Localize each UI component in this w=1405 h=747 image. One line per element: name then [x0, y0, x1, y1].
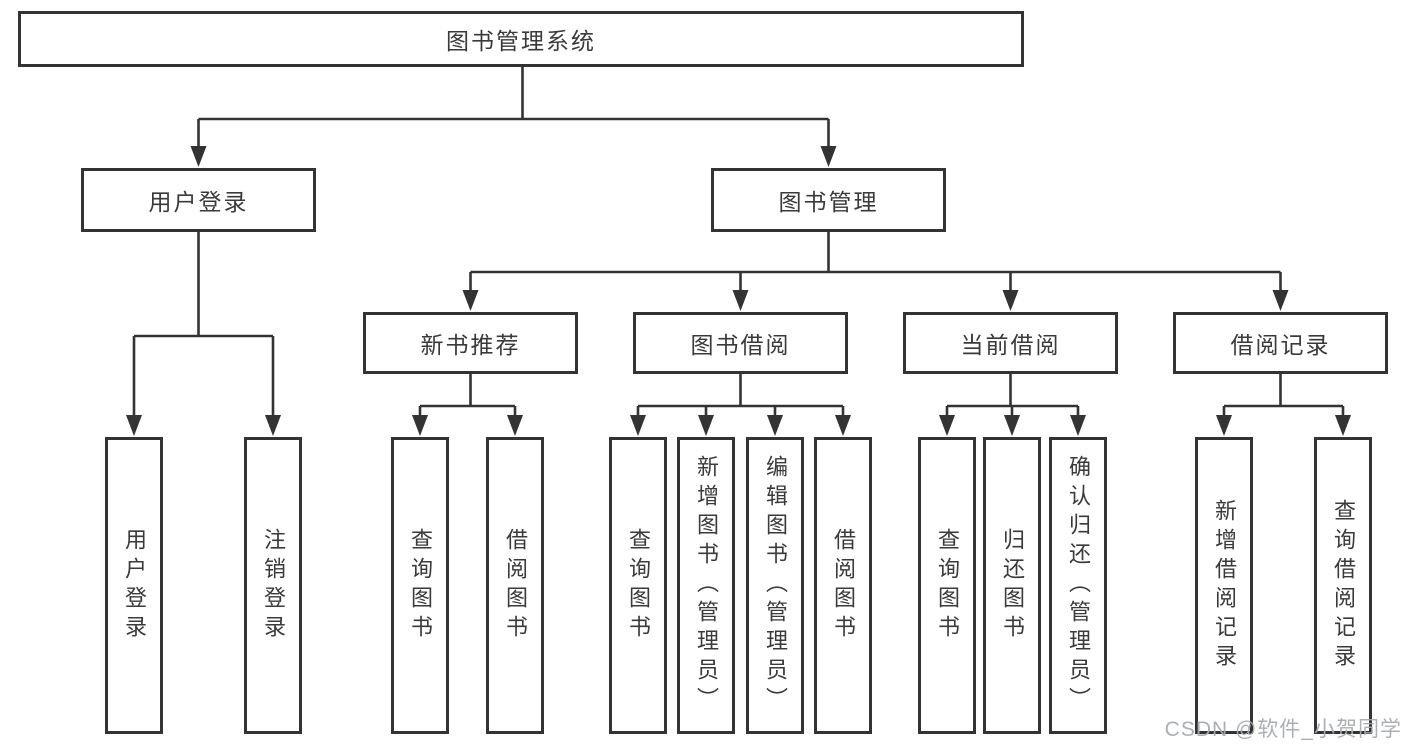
leaf-user-login: 用户登录 [105, 437, 163, 734]
node-current-borrowing: 当前借阅 [903, 312, 1118, 374]
leaf-search-books-current: 查询图书 [918, 437, 976, 734]
leaf-search-books-recommend: 查询图书 [391, 437, 449, 734]
leaf-borrow-books-borrowing: 借阅图书 [814, 437, 872, 734]
leaf-search-books-borrowing: 查询图书 [609, 437, 667, 734]
node-library-system: 图书管理系统 [18, 11, 1024, 67]
leaf-add-borrow-record: 新增借阅记录 [1195, 437, 1253, 734]
node-borrowing-records: 借阅记录 [1173, 312, 1388, 374]
node-user-login: 用户登录 [81, 168, 316, 232]
node-book-borrowing: 图书借阅 [633, 312, 848, 374]
leaf-return-books: 归还图书 [983, 437, 1041, 734]
node-new-book-recommendation: 新书推荐 [363, 312, 578, 374]
leaf-edit-book-admin: 编辑图书（管理员） [746, 437, 804, 734]
leaf-search-borrow-record: 查询借阅记录 [1314, 437, 1372, 734]
leaf-borrow-books-recommend: 借阅图书 [486, 437, 544, 734]
leaf-logout: 注销登录 [244, 437, 302, 734]
leaf-confirm-return-admin: 确认归还（管理员） [1049, 437, 1107, 734]
node-book-management: 图书管理 [711, 168, 946, 232]
leaf-add-book-admin: 新增图书（管理员） [677, 437, 735, 734]
